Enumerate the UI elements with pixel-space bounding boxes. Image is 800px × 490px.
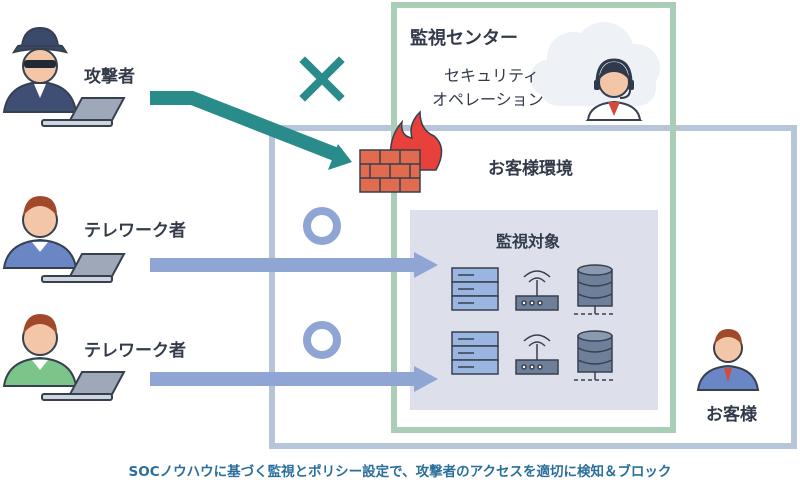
laptop-icon [41,253,126,283]
server-icon [451,267,499,311]
laptop-icon [41,97,126,127]
hacker-icon [2,26,78,113]
telework-2-label: テレワーク者 [84,341,186,361]
server-icon [451,331,499,375]
customer-environment-title: お客様環境 [488,159,573,179]
attacker-label: 攻撃者 [84,67,135,87]
laptop-icon [41,371,126,401]
person-icon [696,329,760,391]
allow-mark [303,207,341,245]
soc-frame [391,2,676,433]
customer-label: お客様 [706,405,757,425]
attack-arrow [150,91,343,163]
soc-operation-line2: オペレーション [432,90,544,109]
cloud-icon [530,22,660,106]
operator-icon [585,58,643,121]
person-icon [2,196,78,269]
router-icon [515,270,559,311]
firewall-icon [359,149,421,193]
soc-operation-line1: セキュリティ [444,66,540,85]
access-arrow-head [414,252,438,278]
allow-mark [303,321,341,359]
block-mark [299,56,345,102]
access-arrow-head [414,366,438,392]
database-icon [574,264,616,315]
router-icon [515,334,559,375]
access-arrow [150,258,418,272]
soc-title: 監視センター [410,28,518,49]
monitored-title: 監視対象 [496,232,561,251]
attack-arrow-head [328,144,352,170]
customer-environment-frame [269,125,797,449]
access-arrow [150,372,418,386]
database-icon [574,330,616,381]
caption: SOCノウハウに基づく監視とポリシー設定で、攻撃者のアクセスを適切に検知＆ブロッ… [128,464,672,480]
person-icon [2,314,78,387]
telework-1-label: テレワーク者 [84,221,186,241]
